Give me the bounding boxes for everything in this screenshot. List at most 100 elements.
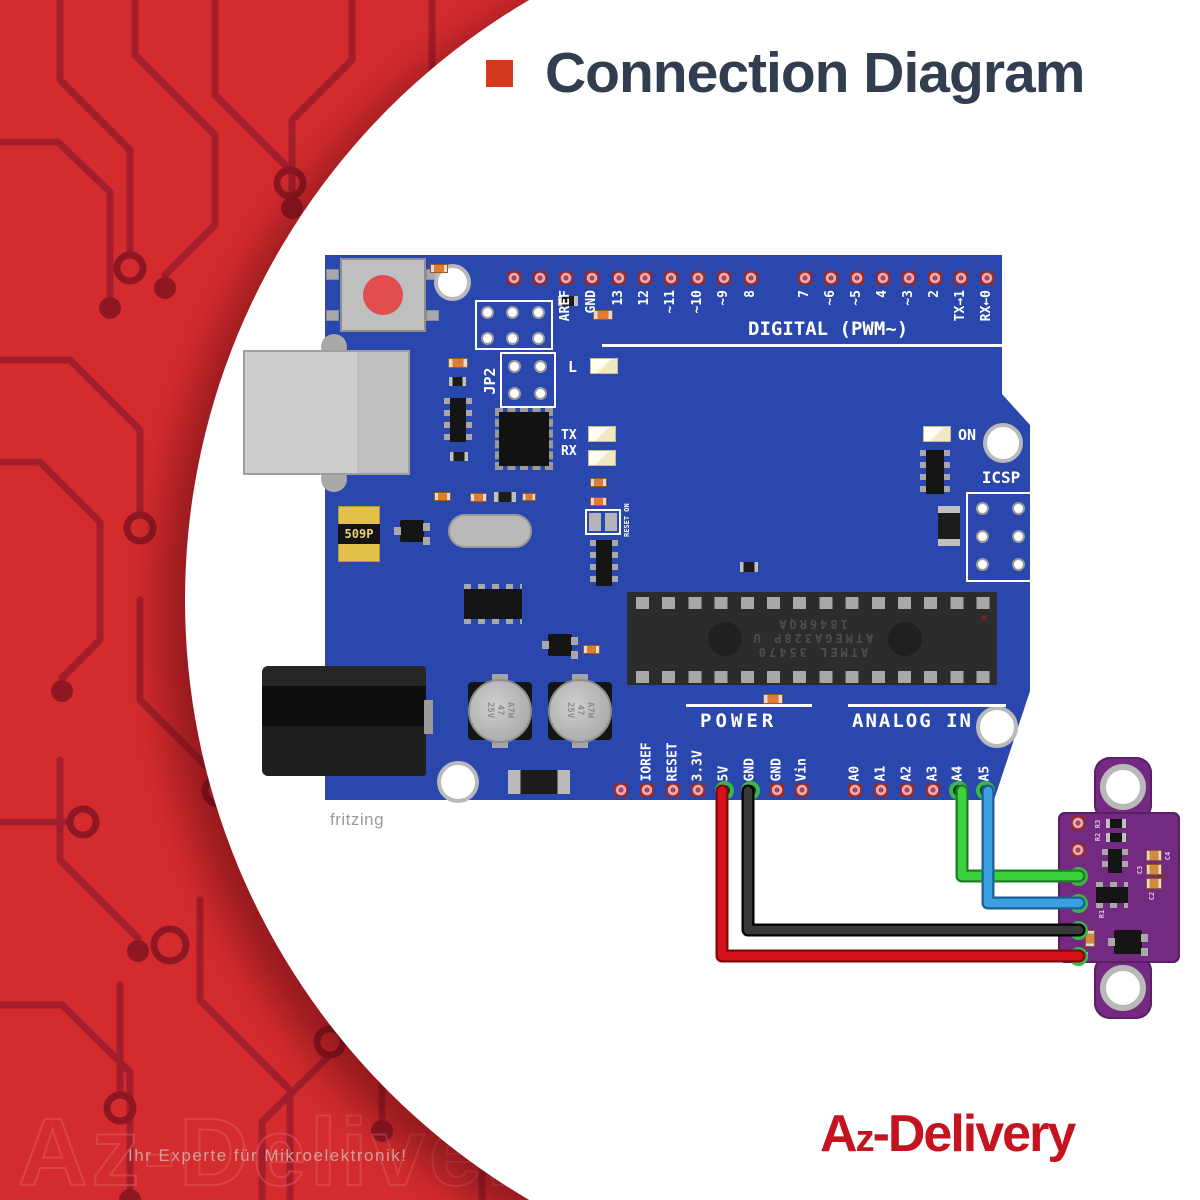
icsp-pin xyxy=(1011,529,1025,543)
mounting-hole xyxy=(976,706,1018,748)
reset-button-cap xyxy=(363,275,403,315)
pin-hole xyxy=(874,783,888,797)
sensor-capacitor xyxy=(1146,864,1162,875)
wire-a5-blue-core xyxy=(983,786,1084,908)
smd-ic xyxy=(590,540,618,586)
title-bullet-icon xyxy=(486,59,513,87)
analog-separator-line xyxy=(848,704,1006,707)
chip-pins-top xyxy=(636,597,990,609)
smd-resistor xyxy=(590,478,607,487)
pin-hole xyxy=(876,271,890,285)
sensor-pin xyxy=(1071,843,1085,857)
diode xyxy=(508,770,570,794)
smd-resistor xyxy=(470,493,487,502)
pin-hole xyxy=(824,271,838,285)
mounting-hole xyxy=(437,761,479,803)
sot23-transistor xyxy=(394,520,430,542)
pin-hole xyxy=(850,271,864,285)
usb-connector-fold xyxy=(357,352,408,473)
chip-dimple xyxy=(888,622,922,656)
pin-hole xyxy=(614,783,628,797)
header-pin xyxy=(505,331,519,345)
wire-5v-red-core xyxy=(717,786,1084,961)
logo-letter-z: z xyxy=(855,1118,875,1160)
header-pin xyxy=(531,331,545,345)
pin-hole xyxy=(902,271,916,285)
smd-resistor xyxy=(522,493,536,501)
pin-hole xyxy=(638,271,652,285)
icsp-label: ICSP xyxy=(981,468,1021,487)
header-pin xyxy=(480,305,494,319)
page-title: Connection Diagram xyxy=(545,41,1085,105)
icsp-pin xyxy=(1011,557,1025,571)
tx-label: TX xyxy=(561,428,577,443)
pin-hole xyxy=(954,271,968,285)
jp2-pin xyxy=(507,386,521,400)
led-tx xyxy=(588,426,616,442)
reset-button-leg xyxy=(426,310,439,321)
digital-separator-line xyxy=(602,344,1002,347)
icsp-pin xyxy=(1011,501,1025,515)
reset-button-leg xyxy=(326,310,339,321)
page-title-row: Connection Diagram xyxy=(486,40,1085,106)
smd-resistor xyxy=(590,497,607,506)
pin-hole xyxy=(691,271,705,285)
icsp-pin xyxy=(975,501,989,515)
logo-letter-a: A xyxy=(820,1105,858,1163)
pin-hole xyxy=(926,783,940,797)
pin-hole xyxy=(612,271,626,285)
smd-capacitor xyxy=(558,296,578,306)
sensor-sot23 xyxy=(1108,930,1148,954)
usb-controller-chip xyxy=(495,408,553,470)
sensor-ic-r1 xyxy=(1096,882,1128,908)
smd-ic xyxy=(444,398,472,442)
pin-hole xyxy=(691,783,705,797)
reset-button-leg xyxy=(326,269,339,280)
jp2-pin xyxy=(533,359,547,373)
smd-resistor xyxy=(583,645,600,654)
pin-hole xyxy=(770,783,784,797)
sensor-capacitor-c1 xyxy=(1085,930,1095,947)
power-section-label: POWER xyxy=(700,710,778,732)
led-on xyxy=(923,426,951,442)
smd-capacitor xyxy=(740,562,758,572)
pin-hole xyxy=(507,271,521,285)
smd-resistor xyxy=(448,358,468,368)
electrolytic-capacitor xyxy=(548,679,612,743)
led-l-label: L xyxy=(568,358,578,376)
pin-hole xyxy=(717,271,731,285)
chip-pins-bottom xyxy=(636,671,990,683)
smd-capacitor xyxy=(938,506,960,546)
crystal-oscillator xyxy=(448,514,532,548)
digital-section-label: DIGITAL (PWM~) xyxy=(748,318,909,340)
wire-gnd-black-core xyxy=(743,786,1084,935)
icsp-header-box xyxy=(966,492,1036,582)
smd-capacitor xyxy=(494,492,516,502)
power-jack-tab xyxy=(424,700,433,734)
smd-capacitor xyxy=(450,452,468,461)
wire-a5-blue xyxy=(981,784,1086,910)
header-pin xyxy=(505,305,519,319)
smd-ic xyxy=(464,584,522,624)
programming-header-box xyxy=(475,300,553,350)
pin-hole xyxy=(928,271,942,285)
pin-hole xyxy=(900,783,914,797)
on-label: ON xyxy=(958,426,977,444)
sensor-pin xyxy=(1071,816,1085,830)
header-pin xyxy=(531,305,545,319)
smd-capacitor xyxy=(449,377,466,386)
sot23-transistor xyxy=(542,634,578,656)
header-pin xyxy=(480,331,494,345)
sensor-capacitor xyxy=(1146,878,1162,889)
pin-hole xyxy=(795,783,809,797)
reset-en-pad xyxy=(589,513,601,531)
icsp-pin xyxy=(975,557,989,571)
rx-label: RX xyxy=(561,444,577,459)
logo-rest: -Delivery xyxy=(872,1105,1077,1163)
analog-section-label: ANALOG IN xyxy=(852,710,973,732)
pin-hole xyxy=(666,783,680,797)
power-separator-line xyxy=(686,704,812,707)
power-jack xyxy=(262,666,426,776)
sensor-capacitor xyxy=(1146,850,1162,861)
